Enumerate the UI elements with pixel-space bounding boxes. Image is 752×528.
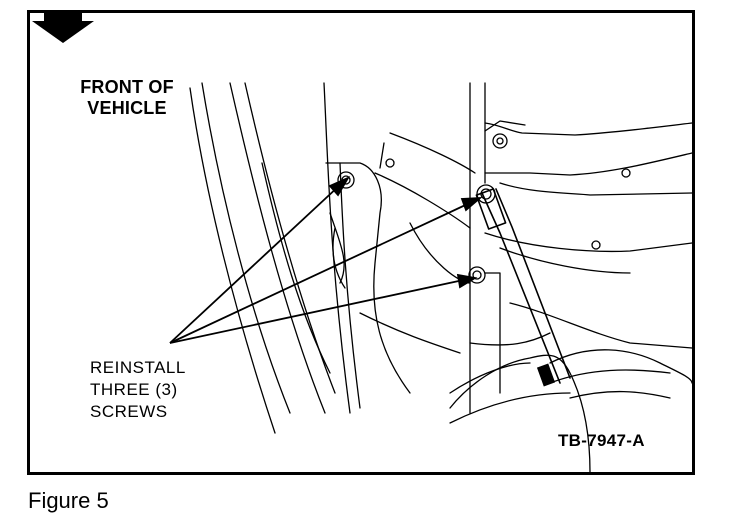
- leader-line: [169, 184, 341, 344]
- front-label-line2: VEHICLE: [87, 98, 167, 118]
- callout-line1: REINSTALL: [90, 358, 186, 377]
- body-panel: [484, 152, 692, 176]
- screws-callout: REINSTALL THREE (3) SCREWS: [90, 357, 186, 423]
- rear-panel: [389, 132, 476, 174]
- body-panel: [449, 362, 531, 394]
- pillar-line: [229, 82, 326, 414]
- rear-panel: [359, 312, 461, 354]
- body-panel: [569, 390, 671, 399]
- pillar-line: [244, 82, 336, 394]
- panel-hole: [385, 158, 395, 168]
- body-panel: [549, 369, 671, 384]
- leader-arrowhead: [328, 176, 351, 197]
- panel-hole: [621, 168, 631, 178]
- mechanical-illustration: [169, 82, 692, 472]
- trim-panel: [325, 162, 411, 394]
- leader-line: [169, 200, 475, 344]
- bracket-bolt: [496, 137, 504, 145]
- upper-bracket: [484, 120, 526, 132]
- body-panel: [484, 122, 692, 136]
- body-panel: [499, 182, 692, 196]
- figure-tag: TB-7947-A: [558, 431, 645, 450]
- callout-line2: THREE (3): [90, 380, 178, 399]
- hand-outline: [449, 354, 591, 472]
- tool-band: [536, 363, 556, 387]
- front-label-line1: FRONT OF: [80, 77, 174, 97]
- trim-panel: [329, 212, 345, 284]
- leader-line: [169, 278, 469, 344]
- pillar-edge: [323, 82, 351, 414]
- callout-line3: SCREWS: [90, 402, 168, 421]
- tool-shaft: [481, 192, 561, 384]
- hand-outline: [549, 349, 692, 384]
- pillar-line: [201, 82, 291, 414]
- body-panel: [469, 332, 551, 346]
- body-panel: [509, 302, 692, 349]
- leader-arrowhead: [456, 273, 478, 289]
- down-arrow-icon: [32, 13, 94, 43]
- pillar-line: [189, 87, 276, 434]
- leader-arrowhead: [460, 196, 483, 212]
- tool-shaft: [495, 188, 571, 379]
- body-panel: [499, 247, 631, 274]
- body-panel: [449, 392, 571, 424]
- rear-panel: [379, 142, 385, 169]
- rear-panel: [374, 172, 471, 229]
- screw-head: [468, 266, 486, 284]
- panel-hole: [591, 240, 601, 250]
- front-of-vehicle-label: FRONT OF VEHICLE: [66, 77, 188, 119]
- screw-head: [472, 270, 482, 280]
- body-panel: [484, 232, 692, 253]
- screw-head: [337, 171, 355, 189]
- trim-panel: [332, 227, 346, 289]
- figure-caption: Figure 5: [28, 488, 109, 513]
- figure-frame: FRONT OF VEHICLE REINSTALL THREE (3) SCR…: [27, 10, 695, 475]
- bracket-bolt: [492, 133, 508, 149]
- pillar-line: [261, 162, 331, 374]
- socket: [475, 188, 507, 230]
- body-panel: [484, 272, 501, 394]
